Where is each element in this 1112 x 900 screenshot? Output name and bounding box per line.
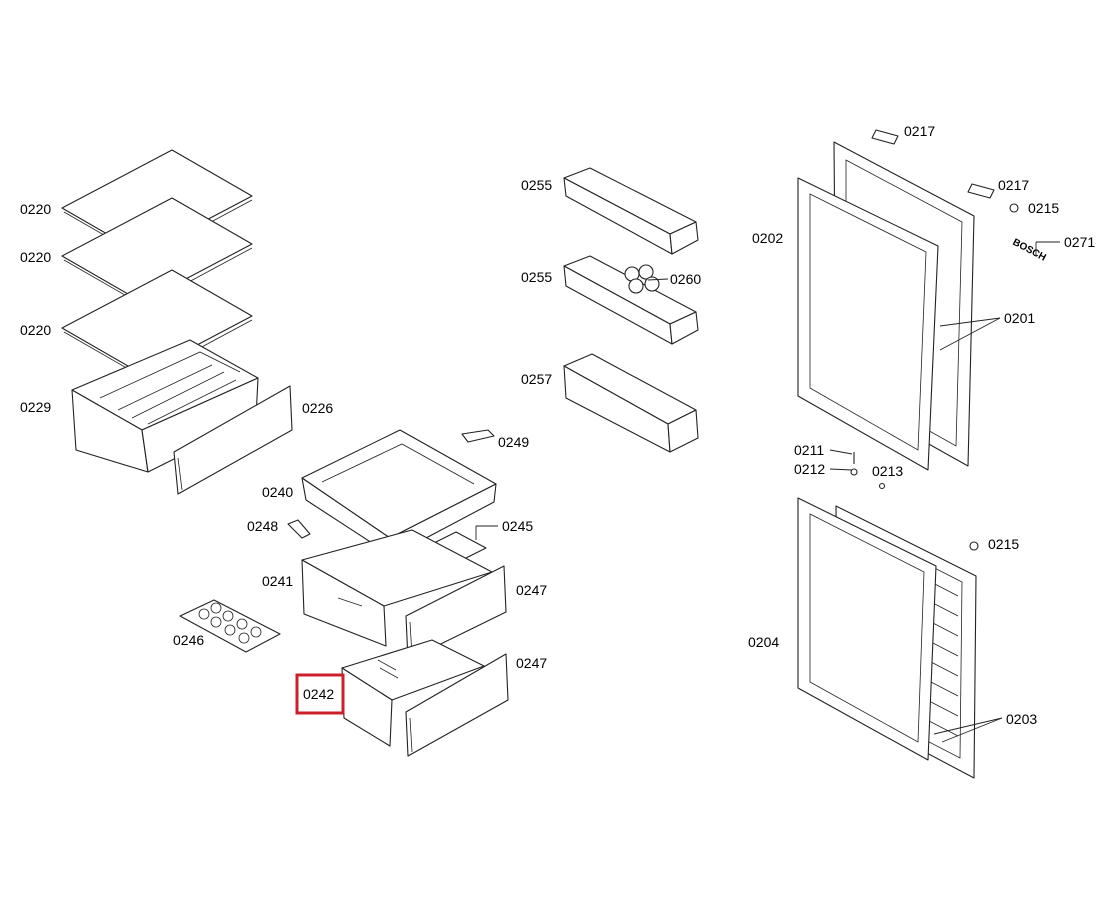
label-0217-upper[interactable]: 0217 [998,177,1029,193]
label-0246[interactable]: 0246 [173,632,204,648]
svg-text:BOSCH: BOSCH [1011,237,1048,264]
part-labels: 0220 0220 0220 0229 0226 0255 0255 0260 … [20,123,1095,727]
label-0260[interactable]: 0260 [670,271,701,287]
hinge-screw[interactable] [878,482,886,490]
highlight-box-0242 [295,673,345,715]
label-0215-lower[interactable]: 0215 [988,536,1019,552]
freezer-drawer-lower[interactable] [341,639,485,747]
hinge-cover-upper[interactable] [967,183,995,199]
label-0204[interactable]: 0204 [748,634,779,650]
label-0213[interactable]: 0213 [872,463,903,479]
brand-logo: BOSCH [1011,237,1048,264]
ice-cube-tray[interactable] [179,599,281,653]
label-0203[interactable]: 0203 [1006,711,1037,727]
label-0242[interactable]: 0242 [303,686,334,702]
label-0220-top[interactable]: 0220 [20,201,51,217]
label-0201[interactable]: 0201 [1004,310,1035,326]
hinge-cover-top[interactable] [871,129,899,145]
hinge-bushing[interactable] [850,468,858,476]
freezer-hinge-cap[interactable] [969,541,979,551]
door-balcony-bottom[interactable] [563,353,699,453]
label-0215-top[interactable]: 0215 [1028,200,1059,216]
crisper-drawer-front[interactable] [173,385,293,495]
freezer-door-gasket[interactable] [797,497,937,761]
label-0247-upper[interactable]: 0247 [516,582,547,598]
crisper-drawer[interactable] [71,339,259,473]
freezer-drawer-upper[interactable] [301,529,493,647]
door-balcony-top[interactable] [563,167,699,255]
label-0255-top[interactable]: 0255 [521,177,552,193]
label-0217-top[interactable]: 0217 [904,123,935,139]
label-0248[interactable]: 0248 [247,518,278,534]
label-0220-bottom[interactable]: 0220 [20,322,51,338]
label-0211[interactable]: 0211 [794,442,824,458]
label-0226[interactable]: 0226 [302,400,333,416]
label-0245[interactable]: 0245 [502,518,533,534]
fridge-door-gasket[interactable] [797,177,939,471]
label-0229[interactable]: 0229 [20,399,51,415]
drawer-clip[interactable] [287,519,311,539]
label-0220-middle[interactable]: 0220 [20,249,51,265]
label-0202[interactable]: 0202 [752,230,783,246]
label-0241[interactable]: 0241 [262,573,293,589]
label-0271[interactable]: 0271 [1064,234,1095,250]
freezer-drawer-lower-front[interactable] [405,653,509,757]
label-0255-middle[interactable]: 0255 [521,269,552,285]
hinge-cap[interactable] [1009,203,1019,213]
leader-lines [475,241,1060,743]
egg-tray[interactable] [624,264,660,294]
label-0212[interactable]: 0212 [794,461,825,477]
label-0257[interactable]: 0257 [521,371,552,387]
freezer-tray-clip[interactable] [461,429,495,443]
label-0240[interactable]: 0240 [262,484,293,500]
label-0249[interactable]: 0249 [498,434,529,450]
label-0247-lower[interactable]: 0247 [516,655,547,671]
